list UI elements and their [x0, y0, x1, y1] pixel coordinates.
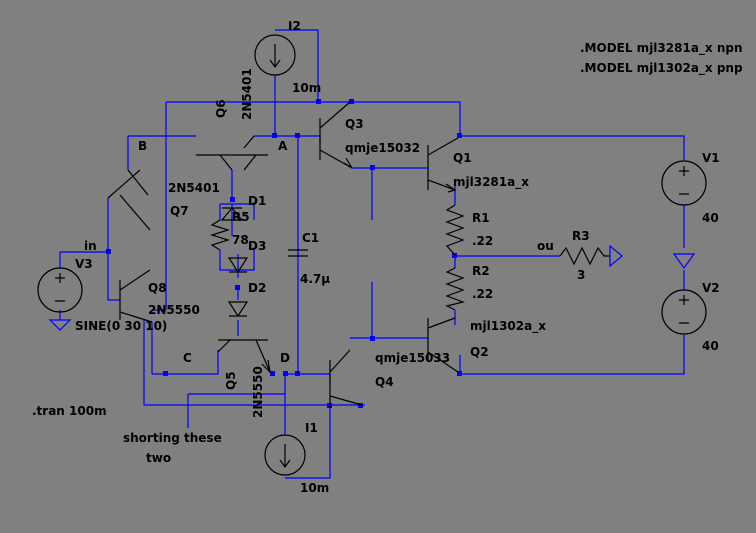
node-d-label: D — [280, 351, 290, 365]
c1-ref: C1 — [302, 231, 319, 245]
transistor-q5 — [217, 339, 271, 374]
r2-value: .22 — [472, 287, 493, 301]
d1-ref: D1 — [248, 194, 266, 208]
wires — [59, 29, 685, 479]
current-source-i2 — [254, 34, 296, 76]
diode-d2 — [227, 301, 249, 318]
q1-ref: Q1 — [453, 151, 472, 165]
v1-ref: V1 — [702, 151, 720, 165]
q5-model: 2N5550 — [251, 366, 265, 418]
node-out-label: ou — [537, 239, 554, 253]
q2-ref: Q2 — [470, 345, 489, 359]
tran-directive: .tran 100m — [32, 404, 107, 418]
v3-value: SINE(0 30 10) — [75, 319, 167, 333]
voltage-source-v2 — [661, 289, 707, 335]
i1-ref: I1 — [305, 421, 318, 435]
node-c-label: C — [183, 351, 192, 365]
v1-value: 40 — [702, 211, 719, 225]
r5-value: 78 — [232, 233, 249, 247]
i2-value: 10m — [292, 81, 321, 95]
ground-icon — [48, 319, 72, 331]
q2-model: mjl1302a_x — [470, 319, 546, 334]
transistor-q3 — [319, 101, 353, 169]
resistor-r5 — [209, 219, 231, 251]
resistor-r1 — [445, 204, 465, 256]
q6-model: 2N5401 — [240, 68, 254, 120]
node-b-label: B — [138, 139, 147, 153]
i1-value: 10m — [300, 481, 329, 495]
q5-ref: Q5 — [224, 371, 238, 390]
transistor-q2 — [427, 317, 459, 373]
r3-value: 3 — [577, 268, 585, 282]
v2-value: 40 — [702, 339, 719, 353]
d2-ref: D2 — [248, 281, 266, 295]
i2-ref: I2 — [288, 19, 301, 33]
r1-value: .22 — [472, 234, 493, 248]
diode-d1 — [220, 207, 244, 221]
v2-ref: V2 — [702, 281, 720, 295]
transistor-q4 — [329, 349, 363, 408]
transistor-q7 — [107, 169, 151, 231]
transistor-q8 — [119, 269, 153, 323]
q1-model: mjl3281a_x — [453, 175, 529, 190]
r2-ref: R2 — [472, 264, 490, 278]
q6-ref: Q6 — [214, 99, 228, 118]
q7-model: 2N5401 — [168, 181, 220, 195]
model-directive-pnp: .MODEL mjl1302a_x pnp — [580, 61, 743, 76]
current-source-i1 — [264, 410, 306, 476]
q7-ref: Q7 — [170, 204, 189, 218]
capacitor-c1 — [288, 249, 308, 257]
r5-ref: R5 — [232, 210, 250, 224]
supply-arrow-icon — [672, 253, 696, 270]
q3-ref: Q3 — [345, 117, 364, 131]
model-directive-npn: .MODEL mjl3281a_x npn — [580, 41, 743, 56]
q8-ref: Q8 — [148, 281, 167, 295]
resistor-r2 — [445, 267, 466, 311]
voltage-source-v1 — [661, 160, 707, 206]
d3-ref: D3 — [248, 239, 266, 253]
q3-model: qmje15032 — [345, 141, 420, 155]
transistor-q6 — [196, 135, 268, 171]
node-a-label: A — [278, 139, 288, 153]
diode-d3 — [227, 257, 249, 274]
resistor-r3 — [559, 244, 623, 268]
note-line-2: two — [146, 451, 171, 465]
r3-ref: R3 — [572, 229, 590, 243]
c1-value: 4.7µ — [300, 272, 330, 286]
node-in-label: in — [84, 239, 97, 253]
note-line-1: shorting these — [123, 431, 222, 445]
transistor-q1 — [427, 137, 459, 193]
r1-ref: R1 — [472, 211, 490, 225]
q4-model: qmje15033 — [375, 351, 450, 365]
v3-ref: V3 — [75, 257, 93, 271]
q8-model: 2N5550 — [148, 303, 200, 317]
q4-ref: Q4 — [375, 375, 394, 389]
voltage-source-v3 — [37, 267, 83, 313]
